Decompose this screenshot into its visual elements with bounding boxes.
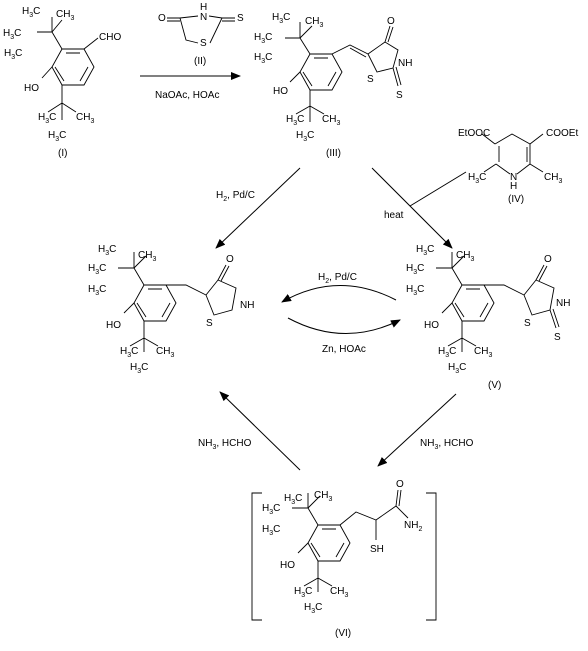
v-ring-s: S: [524, 318, 531, 329]
iii-tbu-b-ch3-2: H3C: [296, 130, 314, 143]
vi-tbu-b-ch3-2: H3C: [304, 602, 322, 615]
compound-label-v: (V): [488, 380, 501, 391]
tbu-h3c-label: H3C: [3, 28, 21, 41]
arrow-step3-branch: [409, 171, 467, 207]
product-tbu-b-ch3: CH3: [156, 346, 174, 359]
iv-ester-left: EtOOC: [458, 128, 490, 139]
compound-label-iv: (IV): [508, 194, 524, 205]
vi-hydroxy: HO: [280, 560, 295, 571]
arrow-step6: [219, 391, 301, 471]
reagent-step5: NH3, HCHO: [420, 438, 474, 451]
arrow-step4-top: [281, 285, 397, 303]
iv-methyl-right: CH3: [544, 172, 562, 185]
vi-tbu-ch3: CH3: [314, 490, 332, 503]
arrow-step4-bottom: [287, 317, 401, 334]
v-tbu-h3c-2: H3C: [416, 244, 434, 257]
compound-iv: EtOOC COOEt H3C CH3 N H (IV): [458, 128, 578, 205]
iii-tbu-ch3: CH3: [305, 16, 323, 29]
arrow-step3: [371, 167, 453, 249]
reagent-step4-top: H2, Pd/C: [318, 272, 357, 285]
tbu-b-h3c-label: H3C: [38, 112, 56, 125]
vi-tbu-b-h3c: H3C: [294, 586, 312, 599]
bracket-right: [426, 492, 437, 621]
compound-product: O NH S HO H3C H3C CH3 H3C H3C CH3 H3C: [88, 244, 254, 375]
v-hydroxy: HO: [424, 320, 439, 331]
vi-tbu-b-ch3: CH3: [330, 586, 348, 599]
tbu-b-ch3-label: CH3: [76, 112, 94, 125]
iii-thioxo: S: [396, 90, 403, 101]
product-oxo: O: [226, 254, 234, 265]
compound-label-i: (I): [58, 148, 67, 159]
hydroxy-label: HO: [24, 83, 39, 94]
v-tbu-b-h3c: H3C: [438, 346, 456, 359]
vi-tbu-h3c-2: H3C: [284, 493, 302, 506]
compound-label-ii: (II): [194, 56, 206, 67]
product-tbu-b-h3c: H3C: [120, 346, 138, 359]
v-nh: NH: [556, 298, 570, 309]
tbu-h3c-top-label: H3C: [22, 6, 40, 19]
v-thioxo: S: [554, 332, 561, 343]
reagent-step6: NH3, HCHO: [198, 438, 252, 451]
reagent-step4-bottom: Zn, HOAc: [322, 344, 366, 355]
v-tbu-h3c: H3C: [406, 263, 424, 276]
compound-ii: H N O S S (II): [158, 2, 244, 67]
iv-nitrogen: N: [510, 172, 517, 183]
product-nh: NH: [240, 300, 254, 311]
v-tbu-h3c-3: H3C: [406, 284, 424, 297]
iii-tbu-h3c-2: H3C: [272, 12, 290, 25]
reagent-step2: H2, Pd/C: [216, 190, 255, 203]
product-ring-s: S: [206, 318, 213, 329]
vi-tbu-h3c-3: H3C: [262, 524, 280, 537]
compound-label-vi: (VI): [335, 628, 351, 639]
ii-ring-s: S: [200, 38, 207, 49]
v-tbu-ch3: CH3: [456, 250, 474, 263]
product-tbu-h3c-3: H3C: [88, 284, 106, 297]
v-tbu-b-ch3-2: H3C: [448, 362, 466, 375]
product-hydroxy: HO: [106, 320, 121, 331]
ii-oxo: O: [158, 13, 166, 24]
reagent-step3: heat: [384, 210, 404, 221]
product-tbu-b-ch3-2: H3C: [130, 362, 148, 375]
ii-nh-h: H: [200, 2, 207, 13]
compound-vi: SH O NH2 HO H3C H3C CH3 H3C H3C CH3 H3C …: [251, 479, 437, 639]
arrow-step2: [215, 167, 301, 249]
aldehyde-label: CHO: [99, 32, 121, 43]
tbu-ch3-label: CH3: [56, 9, 74, 22]
compound-iii: O NH S S HO H3C H3C CH3 H3C H3C CH3 H3C …: [254, 12, 412, 159]
tbu-b-ch3-label-2: H3C: [48, 130, 66, 143]
iv-ester-right: COOEt: [546, 128, 578, 139]
ii-thioxo: S: [237, 13, 244, 24]
arrow-step5: [377, 393, 457, 467]
vi-thiol: SH: [370, 544, 384, 555]
product-tbu-ch3: CH3: [138, 250, 156, 263]
vi-oxo: O: [396, 479, 404, 490]
product-tbu-h3c-2: H3C: [98, 244, 116, 257]
iii-oxo: O: [387, 16, 395, 27]
iv-nh-h: H: [510, 181, 517, 192]
iii-tbu-b-ch3: CH3: [322, 114, 340, 127]
vi-amide-nh2: NH2: [404, 520, 422, 533]
reagent-step1: NaOAc, HOAc: [155, 90, 219, 101]
compound-label-iii: (III): [326, 148, 341, 159]
compound-v: O NH S S HO H3C H3C CH3 H3C H3C CH3 H3C …: [406, 244, 570, 391]
iv-methyl-left: H3C: [468, 172, 486, 185]
iii-hydroxy: HO: [273, 86, 288, 97]
v-tbu-b-ch3: CH3: [474, 346, 492, 359]
iii-tbu-h3c-3: H3C: [254, 52, 272, 65]
vi-tbu-h3c: H3C: [262, 503, 280, 516]
tbu-h3c-label-2: H3C: [4, 48, 22, 61]
compound-i: CHO HO H3C H3C CH3 H3C H3C CH3 H3C (I): [3, 6, 121, 159]
bracket-left: [251, 492, 262, 621]
iii-ring-s: S: [367, 74, 374, 85]
ii-n: N: [200, 12, 207, 23]
iii-tbu-b-h3c: H3C: [286, 114, 304, 127]
iii-tbu-h3c: H3C: [254, 32, 272, 45]
v-oxo: O: [544, 254, 552, 265]
product-tbu-h3c: H3C: [88, 263, 106, 276]
iii-nh: NH: [398, 58, 412, 69]
